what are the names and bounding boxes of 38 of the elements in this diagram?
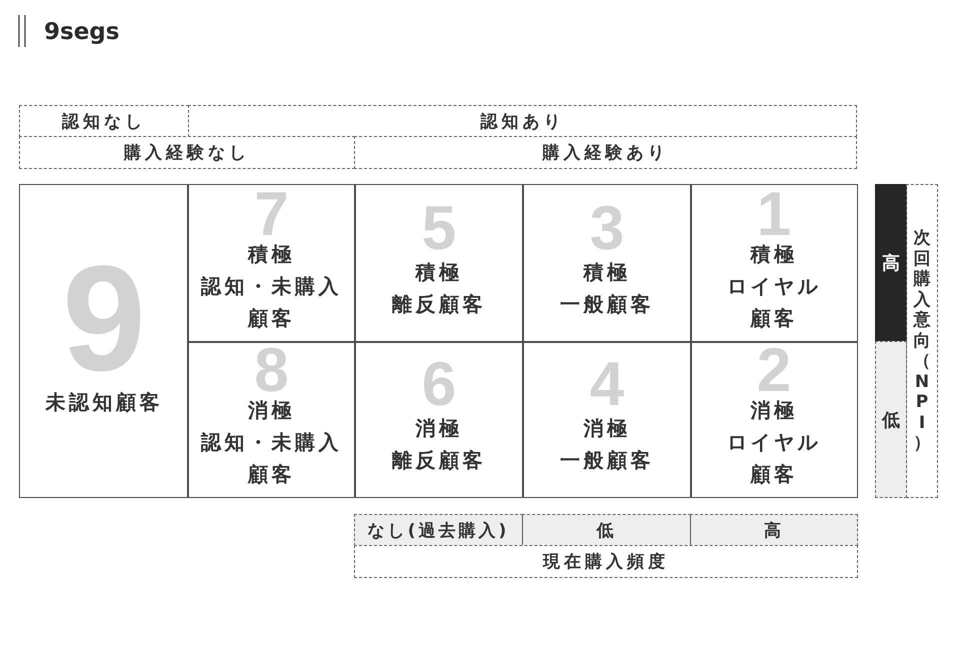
- segment-name: 離反顧客: [391, 290, 487, 318]
- segment-cell: [522, 184, 692, 343]
- level-band: 低: [522, 514, 691, 546]
- category-header: 購入経験なし: [19, 136, 355, 169]
- category-header: 認知あり: [188, 105, 857, 137]
- level-band: 高: [875, 184, 907, 342]
- segment-heading: 積極: [750, 242, 798, 266]
- category-header: 現在購入頻度: [354, 545, 858, 578]
- segment-name: 一般顧客: [559, 446, 655, 474]
- segment-heading: 積極: [584, 260, 630, 284]
- segment-name: 未認知顧客: [44, 389, 164, 416]
- segment-heading: 消極: [248, 398, 295, 422]
- axis-title: 次回購入意向（NPI）: [906, 184, 938, 498]
- category-header: 購入経験あり: [354, 136, 857, 169]
- segment-name: 離反顧客: [391, 446, 487, 474]
- segment-cell: [187, 184, 356, 343]
- segment-cell: [690, 184, 858, 343]
- level-band: 高: [690, 514, 858, 546]
- segment-name: ロイヤル顧客: [726, 273, 822, 332]
- segment-cell: [522, 341, 692, 498]
- level-band: なし(過去購入): [354, 514, 523, 546]
- segment-cell: [187, 341, 356, 498]
- segment-name: ロイヤル顧客: [726, 429, 822, 488]
- segment-cell: [354, 341, 524, 498]
- segment-name: 認知・未購入顧客: [200, 429, 343, 488]
- title: 9segs: [44, 18, 120, 47]
- segment-heading: 積極: [248, 242, 295, 266]
- segment-cell: [19, 184, 189, 498]
- segment-cell: [354, 184, 524, 343]
- segment-heading: 消極: [416, 416, 462, 440]
- level-band: 低: [875, 341, 907, 498]
- segment-heading: 消極: [584, 416, 630, 440]
- segment-name: 一般顧客: [559, 290, 655, 318]
- segment-name: 認知・未購入顧客: [200, 273, 343, 332]
- segment-heading: 積極: [416, 260, 462, 284]
- category-header: 認知なし: [19, 105, 189, 137]
- segment-cell: [690, 341, 858, 498]
- segment-heading: 消極: [750, 398, 798, 422]
